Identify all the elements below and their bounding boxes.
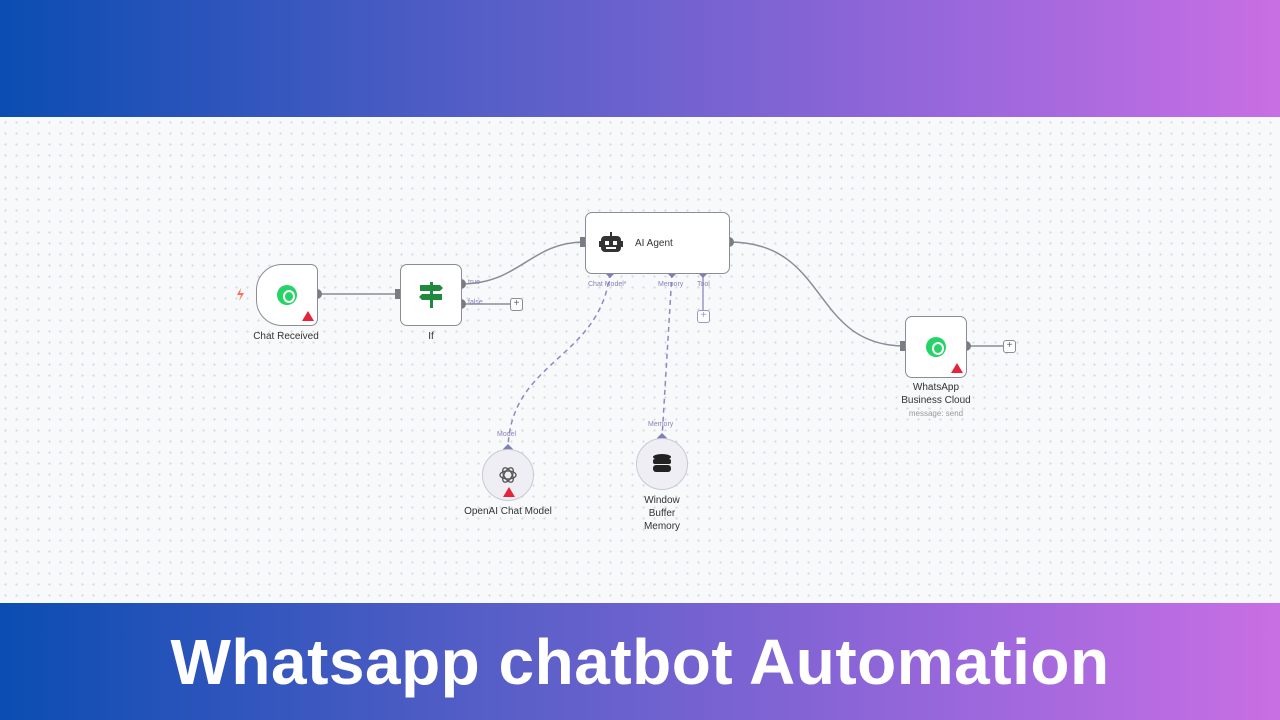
edge-if-true-to-agent [460, 241, 586, 285]
whatsapp-icon [277, 285, 297, 305]
node-openai-chat-model[interactable] [482, 449, 534, 501]
database-icon [653, 454, 671, 472]
output-false: false [468, 299, 483, 306]
edge-agent-to-whatsapp [728, 241, 906, 347]
trigger-bolt-icon [237, 288, 244, 301]
port-tool: Tool [697, 281, 710, 288]
add-tool-button[interactable]: + [697, 310, 710, 323]
output-true: true [468, 279, 481, 286]
node-subtitle: message: send [908, 409, 964, 418]
node-window-buffer-memory[interactable] [636, 438, 688, 490]
add-node-button[interactable]: + [1003, 340, 1016, 353]
bottom-banner: Whatsapp chatbot Automation [0, 603, 1280, 720]
warning-icon [503, 487, 515, 497]
openai-icon [499, 467, 517, 483]
signpost-icon [419, 282, 443, 308]
node-chat-received[interactable] [256, 264, 318, 326]
node-label: Window Buffer Memory [643, 495, 681, 532]
node-if[interactable] [400, 264, 462, 326]
node-whatsapp-business-cloud[interactable] [905, 316, 967, 378]
node-label: OpenAI Chat Model [464, 506, 552, 517]
banner-title: Whatsapp chatbot Automation [170, 625, 1110, 698]
top-banner [0, 0, 1280, 117]
node-ai-agent[interactable]: AI Agent [585, 212, 730, 274]
port-memory: Memory [658, 281, 684, 288]
node-label: AI Agent [635, 237, 673, 249]
node-label: Chat Received [253, 331, 319, 342]
node-label: If [428, 331, 434, 342]
warning-icon [951, 363, 963, 373]
node-label: WhatsApp Business Cloud [901, 382, 971, 406]
port-chat-model: Chat Model* [588, 281, 627, 288]
workflow-canvas[interactable] [0, 117, 1280, 603]
add-node-button[interactable]: + [510, 298, 523, 311]
warning-icon [302, 311, 314, 321]
edge-model-dashed [507, 272, 611, 450]
robot-icon [599, 232, 623, 252]
edge-memory-dashed [661, 272, 673, 439]
port-memory: Memory [648, 421, 674, 428]
whatsapp-icon [926, 337, 946, 357]
port-model: Model [497, 431, 517, 438]
